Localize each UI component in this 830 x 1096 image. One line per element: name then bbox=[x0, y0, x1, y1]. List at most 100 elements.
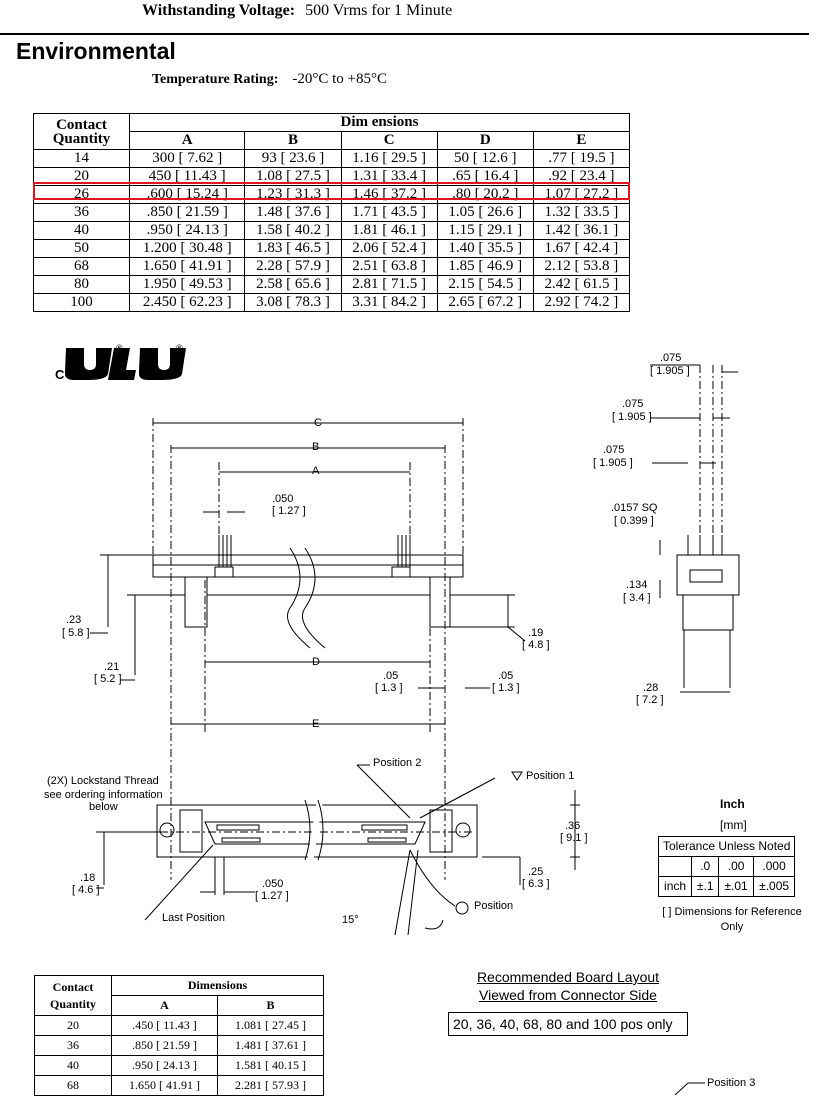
board-layout-title-line2: Viewed from Connector Side bbox=[479, 987, 657, 1003]
temperature-rating-label: Temperature Rating: bbox=[152, 72, 279, 87]
connector-bottom-view bbox=[96, 764, 580, 936]
offset-05b-mm: [ 1.3 ] bbox=[492, 682, 520, 694]
tolerance-blank-cell bbox=[657, 856, 693, 877]
table-cell: 1.650 [ 41.91 ] bbox=[111, 1075, 218, 1096]
pin-square-mm: [ 0.399 ] bbox=[614, 515, 654, 527]
board-layout-note: 20, 36, 40, 68, 80 and 100 pos only bbox=[448, 1012, 688, 1036]
ul-c-mark: C bbox=[55, 367, 65, 382]
table-row: 40.950 [ 24.13 ]1.581 [ 40.15 ] bbox=[34, 1055, 324, 1076]
height-134-mm: [ 3.4 ] bbox=[623, 592, 651, 604]
height-18-mm: [ 4.6 ] bbox=[72, 884, 100, 896]
table-cell: 1.581 [ 40.15 ] bbox=[217, 1055, 324, 1076]
table-cell: 1.81 [ 46.1 ] bbox=[340, 221, 438, 240]
table-cell: .450 [ 11.43 ] bbox=[111, 1015, 218, 1036]
temperature-rating-value: -20°C to +85°C bbox=[292, 71, 388, 87]
tolerance-col-2: .00 bbox=[718, 856, 754, 877]
spacing-075a-label: .075 bbox=[660, 352, 682, 364]
small-contact-header: Contact Quantity bbox=[34, 975, 112, 1016]
table-cell: .950 [ 24.13 ] bbox=[111, 1055, 218, 1076]
offset-05b-label: .05 bbox=[498, 670, 514, 682]
spacing-075c-label: .075 bbox=[603, 444, 625, 456]
table-row: 20.450 [ 11.43 ]1.081 [ 27.45 ] bbox=[34, 1015, 324, 1036]
withstanding-voltage-label: Withstanding Voltage: bbox=[142, 2, 296, 19]
tolerance-header: Tolerance Unless Noted bbox=[657, 836, 796, 857]
ul-reg-mark-2: ® bbox=[176, 343, 183, 353]
pitch-label: .050 bbox=[272, 493, 294, 505]
temperature-rating-line: Temperature Rating: -20°C to +85°C bbox=[152, 71, 387, 88]
table-cell: 1.40 [ 35.5 ] bbox=[436, 239, 534, 258]
table-cell: 2.15 [ 54.5 ] bbox=[436, 275, 534, 294]
spacing-075b-label: .075 bbox=[622, 398, 644, 410]
board-layout-title-line1: Recommended Board Layout bbox=[476, 969, 660, 985]
table-cell: 2.65 [ 67.2 ] bbox=[436, 293, 534, 312]
table-cell: 68 bbox=[34, 1075, 112, 1096]
table-cell: 1.650 [ 41.91 ] bbox=[128, 257, 246, 276]
small-col-header: A bbox=[111, 995, 218, 1016]
last-position-label: Last Position bbox=[162, 912, 225, 924]
table-cell: 2.42 [ 61.5 ] bbox=[532, 275, 631, 294]
table-cell: 2.58 [ 65.6 ] bbox=[244, 275, 342, 294]
spacing-075c-mm: [ 1.905 ] bbox=[593, 457, 633, 469]
height-134-label: .134 bbox=[626, 579, 648, 591]
connector-side-view bbox=[152, 535, 464, 649]
table-cell: 1.83 [ 46.5 ] bbox=[244, 239, 342, 258]
dimension-lines bbox=[90, 364, 738, 725]
pin-rows bbox=[216, 824, 408, 843]
table-cell: 2.281 [ 57.93 ] bbox=[217, 1075, 324, 1096]
position-2-label: Position 2 bbox=[373, 757, 422, 769]
unit-subtitle: [mm] bbox=[720, 818, 747, 832]
centerlines bbox=[152, 365, 723, 880]
table-cell: 1.081 [ 27.45 ] bbox=[217, 1015, 324, 1036]
height-23-label: .23 bbox=[66, 614, 82, 626]
withstanding-voltage-line: Withstanding Voltage:500 Vrms for 1 Minu… bbox=[142, 2, 452, 20]
lockstand-label: (2X) Lockstand Thread bbox=[47, 775, 159, 787]
dim-label-e: E bbox=[312, 718, 320, 730]
height-25-mm: [ 6.3 ] bbox=[522, 878, 550, 890]
ul-reg-mark-1: ® bbox=[116, 343, 123, 353]
position-label: Position bbox=[474, 900, 514, 912]
table-cell: 1.85 [ 46.9 ] bbox=[436, 257, 534, 276]
table-row: 40.950 [ 24.13 ]1.58 [ 40.2 ]1.81 [ 46.1… bbox=[33, 221, 631, 240]
table-cell: 1.67 [ 42.4 ] bbox=[532, 239, 631, 258]
tolerance-row-label: inch bbox=[657, 876, 693, 897]
height-19-mm: [ 4.8 ] bbox=[522, 639, 550, 651]
reference-note: [ ] Dimensions for Reference Only bbox=[662, 906, 802, 933]
pitch-label-mm: [ 1.27 ] bbox=[272, 505, 306, 517]
position-3-label: Position 3 bbox=[707, 1077, 756, 1089]
table-row: 36.850 [ 21.59 ]1.481 [ 37.61 ] bbox=[34, 1035, 324, 1056]
table-cell: .850 [ 21.59 ] bbox=[111, 1035, 218, 1056]
offset-05a-label: .05 bbox=[383, 670, 399, 682]
height-36-mm: [ 9.1 ] bbox=[560, 832, 588, 844]
angle-label: 15° bbox=[342, 914, 359, 926]
ul-recognized-logo bbox=[64, 348, 186, 380]
offset-05a-mm: [ 1.3 ] bbox=[375, 682, 403, 694]
dim-label-a: A bbox=[312, 465, 320, 477]
connector-end-view bbox=[676, 535, 740, 688]
height-19-label: .19 bbox=[528, 627, 544, 639]
height-36-label: .36 bbox=[565, 820, 581, 832]
table-cell: 2.06 [ 52.4 ] bbox=[340, 239, 438, 258]
section-title: Environmental bbox=[16, 38, 176, 64]
dimensions-header: Dim ensions bbox=[129, 113, 630, 132]
bottom-pitch-label: .050 bbox=[262, 878, 284, 890]
width-28-label: .28 bbox=[643, 682, 659, 694]
table-cell: 20 bbox=[34, 1015, 112, 1036]
spacing-075b-mm: [ 1.905 ] bbox=[612, 411, 652, 423]
pin-square-label: .0157 SQ bbox=[611, 502, 658, 514]
height-21-mm: [ 5.2 ] bbox=[94, 673, 122, 685]
tolerance-value-1: ±.1 bbox=[691, 876, 720, 897]
table-cell: 1.58 [ 40.2 ] bbox=[244, 221, 342, 240]
tolerance-table: Tolerance Unless Noted .0 .00 .000 inch … bbox=[657, 836, 796, 897]
table-cell: 1.481 [ 37.61 ] bbox=[217, 1035, 324, 1056]
bottom-pitch-mm: [ 1.27 ] bbox=[255, 890, 289, 902]
table-cell: 100 bbox=[33, 293, 130, 312]
highlighted-row-box bbox=[33, 182, 630, 200]
